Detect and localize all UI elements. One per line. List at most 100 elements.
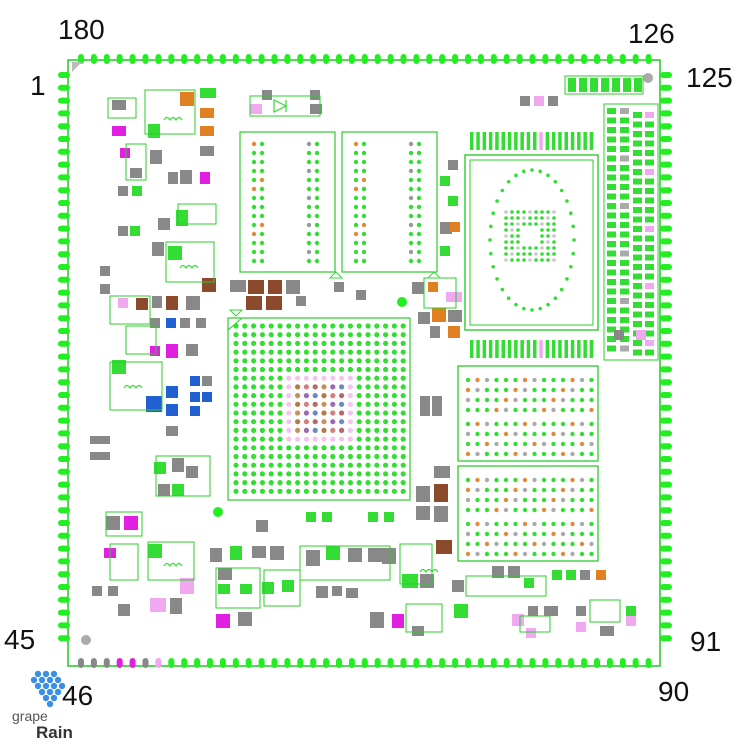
soc-finger-top [545,132,550,150]
smd-pad [112,360,126,374]
smd-pad [166,386,178,398]
bga-ball [295,488,301,494]
bga-ball [277,384,283,390]
logo-word-grape: grape [12,708,48,724]
bga-ball [339,401,345,407]
ram-chip-right-bottom-ball [503,497,509,503]
connector-pad [620,345,629,352]
ram-chip-right-ball [361,231,367,237]
smd-pad [416,506,430,520]
component-outline [263,569,301,607]
ram-chip-right-ball [353,204,359,210]
bga-ball [383,358,389,364]
soc-ball [504,240,508,244]
ram-chip-right-top-ball [532,387,537,393]
ram-chip-right-top-ball [532,421,537,427]
bga-ball [295,419,301,425]
soc-ball [534,258,538,262]
bga-ball [391,384,397,390]
bga-ball [312,471,318,477]
ram-chip-left-ball [306,159,312,165]
connector-pad [620,298,629,304]
ram-chip-right-bottom-ball [579,541,585,547]
soc-finger-top [482,132,487,150]
pin-label-125: 125 [686,62,733,93]
ram-chip-right-bottom-ball [551,551,556,557]
ram-chip-right-top-ball [465,377,471,383]
bga-ball [233,410,239,416]
pin-right [660,366,672,373]
component-outline [107,97,137,119]
connector-pad [633,340,642,346]
pin-left [58,379,70,386]
ram-chip-left-ball [314,186,320,192]
ram-chip-right-ball [361,159,367,165]
grape-dot [50,694,58,702]
pin-bottom [116,658,123,668]
bga-ball [259,488,265,494]
bga-ball [356,480,362,486]
soc-ring-dot [565,277,569,281]
bga-ball [356,393,362,399]
connector-pad [633,254,642,261]
ram-chip-right-bottom-ball [522,521,528,527]
ram-chip-right-top-ball [532,397,537,403]
bga-ball [286,488,292,494]
ram-chip-right-bottom-ball [494,551,499,557]
pin-right [660,545,672,552]
ram-chip-right-ball [408,222,414,228]
smd-pad [416,486,430,502]
bga-ball [365,410,371,416]
soc-ball [540,222,544,226]
soc-ball [516,252,520,256]
bga-ball [330,366,336,373]
connector-pad [620,203,629,209]
bga-ball [383,410,389,416]
connector-pad [645,321,654,327]
bga-ball [347,445,353,451]
bga-ball [374,410,380,416]
smd-pad [210,548,222,562]
bga-ball [303,480,309,486]
ram-chip-right-top-ball [570,387,575,393]
smd-pad [112,126,126,136]
bga-ball [400,332,406,338]
ram-chip-right-top-ball [551,451,556,457]
bga-ball [347,453,353,460]
pin-right [660,276,672,283]
pin-top [465,54,471,64]
ram-chip-right-bottom-ball [513,477,518,483]
pin-top [400,54,407,64]
smd-pad [240,584,252,594]
smd-pad [168,246,182,260]
smd-pad [168,172,178,184]
ram-chip-right-ball [416,249,422,255]
ram-chip-right-bottom-ball [579,497,585,503]
bga-ball [356,349,362,355]
ram-chip-right-bottom-ball [475,541,480,547]
connector-pad [620,279,629,285]
soc-ring-dot [553,179,558,184]
connector-pad [607,288,616,295]
connector-pad [645,178,654,185]
bga-ball [374,480,380,486]
smd-pad [218,584,230,594]
bga-ball [339,471,345,477]
bga-ball [295,384,301,390]
smd-pad [252,546,266,558]
pin-top [477,54,484,64]
soc-ring-dot [530,168,534,172]
bga-ball [365,462,371,468]
bga-ball [251,453,257,460]
bga-ball [303,471,309,477]
bga-ball [330,462,336,468]
ram-chip-right-ball [361,177,367,183]
pin-right [660,238,672,245]
ram-chip-left-ball [259,213,265,219]
pin-right [660,225,672,232]
bga-ball [277,349,283,355]
bga-ball [400,366,406,373]
smd-pad [544,606,558,616]
ram-chip-right-ball [353,258,359,264]
smd-pad [432,396,442,406]
